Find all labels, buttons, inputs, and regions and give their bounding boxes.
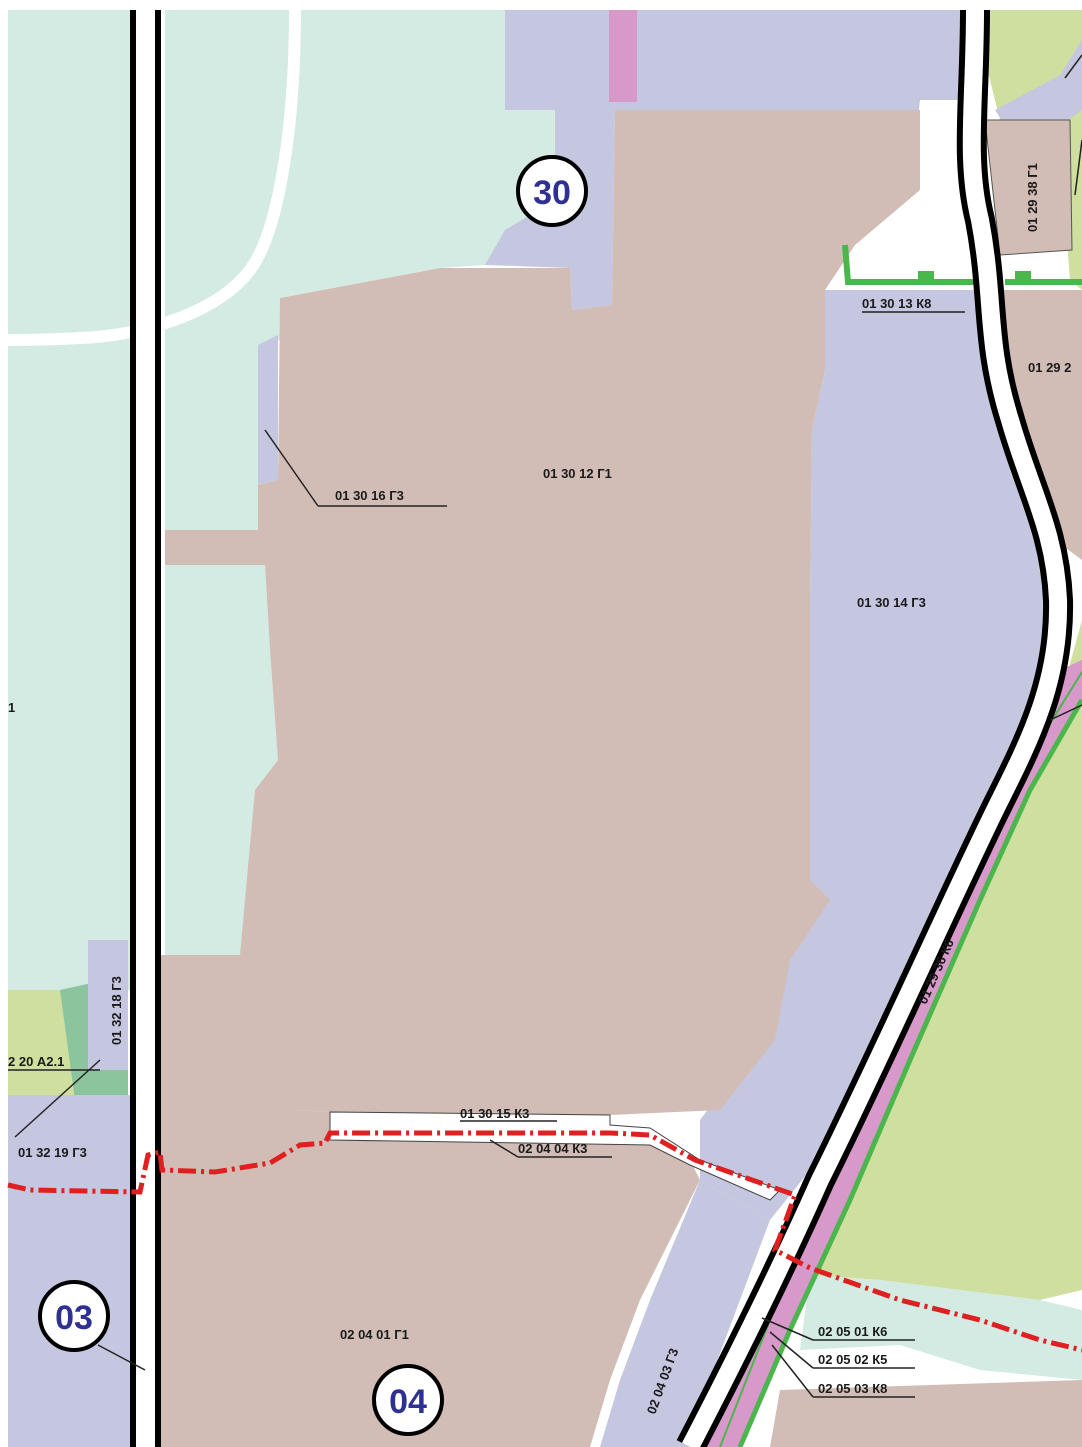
road-east-surface <box>682 9 1068 1447</box>
leader-line <box>14 1059 101 1138</box>
zone-012938 <box>984 119 1073 256</box>
zone-mint-southeast <box>800 1275 1082 1380</box>
zone-tan-south <box>160 955 700 1447</box>
zone-lavender-east <box>700 290 1050 1220</box>
zone-lavender-small <box>258 335 278 485</box>
label-013014: 01 30 14 Г3 <box>857 595 926 610</box>
zone-mint-north <box>8 10 555 530</box>
district-number: 30 <box>533 174 571 212</box>
zone-tan-southeast <box>770 1380 1082 1447</box>
label-013015: 01 30 15 К3 <box>460 1106 529 1121</box>
leader-line <box>1049 704 1082 721</box>
label-0129b: 01 29 2 <box>1028 360 1071 375</box>
zone-mint-west <box>8 10 130 990</box>
leader-line <box>771 1344 814 1398</box>
leader-line <box>761 1317 814 1341</box>
district-boundary <box>7 1130 1082 1353</box>
district-badge-04: 04 <box>372 1364 444 1436</box>
zone-013218 <box>88 940 128 1070</box>
label-left1: 1 <box>8 700 15 715</box>
leader-line <box>769 1331 814 1369</box>
label-020501: 02 05 01 К6 <box>818 1324 887 1339</box>
label-020502: 02 05 02 К5 <box>818 1352 887 1367</box>
pink-strip <box>609 10 637 102</box>
label-012938: 01 29 38 Г1 <box>1025 163 1040 232</box>
white-path <box>7 9 301 346</box>
leader-line <box>489 1139 519 1158</box>
zone-lavender-northeast <box>995 40 1082 140</box>
zone-tan-east-right <box>1000 290 1082 560</box>
leader-line <box>97 1344 146 1371</box>
label-020404: 02 04 04 К3 <box>518 1141 587 1156</box>
fence-post <box>1015 271 1031 281</box>
district-number: 03 <box>55 1299 93 1337</box>
label-013016: 01 30 16 Г3 <box>335 488 404 503</box>
label-020401: 02 04 01 Г1 <box>340 1327 409 1342</box>
leader-line <box>264 429 319 507</box>
leader-line <box>1074 139 1082 196</box>
district-badge-03: 03 <box>38 1280 110 1352</box>
zone-tan-main <box>165 110 920 1115</box>
label-020503: 02 05 03 К8 <box>818 1381 887 1396</box>
zone-lavender-south <box>600 1180 770 1447</box>
district-number: 04 <box>389 1383 427 1421</box>
zone-013013-fence <box>842 244 1082 285</box>
label-013219: 01 32 19 Г3 <box>18 1145 87 1160</box>
label-013218: 01 32 18 Г3 <box>109 976 124 1045</box>
label-a21: 2 20 А2.1 <box>8 1054 64 1069</box>
zone-lavender-sliver <box>785 735 855 960</box>
label-013012: 01 30 12 Г1 <box>543 466 612 481</box>
fence-post <box>918 271 934 281</box>
district-badge-30: 30 <box>516 155 588 227</box>
leader-line <box>1064 54 1082 79</box>
label-013013: 01 30 13 К8 <box>862 296 931 311</box>
zone-lavender-southwest <box>8 1095 130 1447</box>
